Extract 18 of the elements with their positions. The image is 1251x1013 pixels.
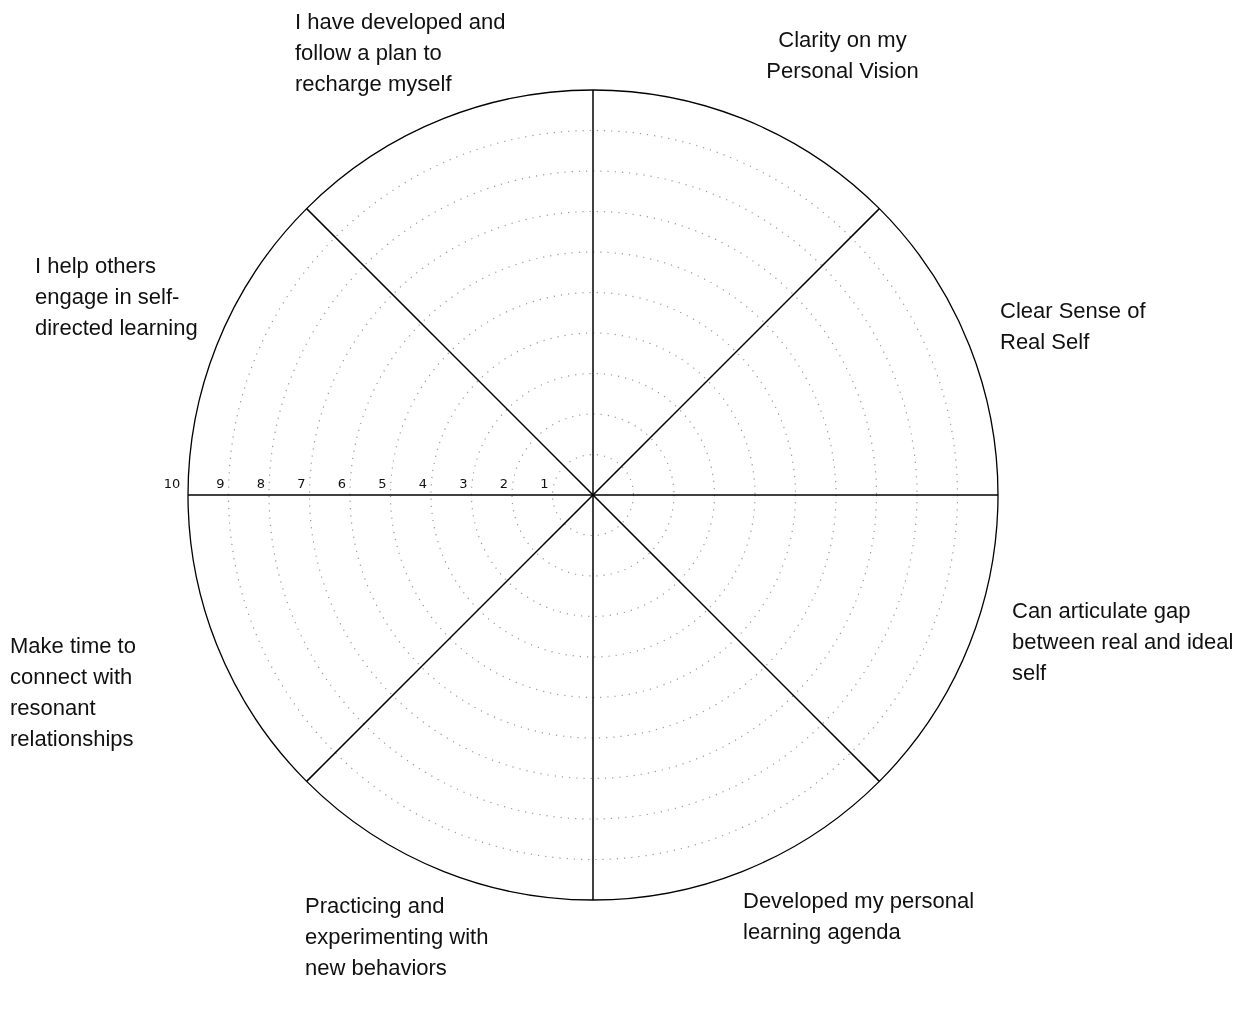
- segment-label: I have developed and follow a plan to recharge myself: [295, 8, 507, 98]
- segment-label: I help others engage in self-directed learning: [35, 252, 199, 342]
- scale-number: 3: [458, 476, 469, 492]
- scale-number: 9: [215, 476, 226, 492]
- segment-label: Developed my personal learning agenda: [743, 887, 976, 946]
- segment-label: Practicing and experimenting with new behaviors: [305, 892, 490, 982]
- segment-label: Clear Sense of Real Self: [1000, 297, 1147, 356]
- scale-number: 5: [377, 476, 388, 492]
- scale-number: 1: [539, 476, 550, 492]
- segment-label: Make time to connect with resonant relationships: [10, 632, 137, 753]
- scale-number: 8: [255, 476, 267, 492]
- segment-label: Clarity on my Personal Vision: [765, 26, 920, 85]
- scale-number: 4: [417, 476, 429, 492]
- scale-number: 2: [498, 476, 510, 492]
- scale-number: 7: [296, 476, 307, 492]
- scale-number: 6: [336, 476, 348, 492]
- segment-label: Can articulate gap between real and ideal self: [1012, 597, 1235, 687]
- scale-number: 10: [162, 476, 182, 492]
